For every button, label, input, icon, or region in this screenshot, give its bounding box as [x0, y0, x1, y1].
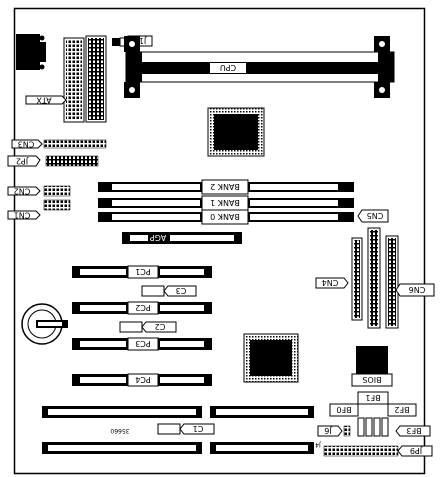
c3-component: C3	[141, 285, 197, 297]
pc2-label: PC2	[135, 303, 151, 312]
atx-label: ATX	[25, 95, 67, 105]
pci-slot-pc3: PC3	[72, 337, 212, 351]
pci-slot-pc2: PC2	[72, 301, 212, 315]
jp2-label: JP2	[16, 157, 29, 166]
cn1-label: CN1	[14, 211, 31, 220]
c1-label: C1	[193, 424, 204, 433]
cn1-connector: CN1	[7, 199, 71, 220]
jp2-jumper: JP2	[7, 155, 99, 167]
pc3-label: PC3	[135, 339, 151, 348]
cn2-connector: CN2	[7, 185, 71, 197]
dimm-bank-0: BANK 0	[98, 209, 354, 225]
bank2-label: BANK 2	[210, 182, 240, 191]
rear-io-connector	[16, 34, 46, 70]
c2-label: C2	[155, 322, 166, 331]
cn4-connector: CN4	[315, 237, 363, 321]
bf0-label: BF0	[336, 405, 351, 414]
c2-component: C2	[119, 321, 177, 333]
battery	[21, 303, 68, 345]
bf1-label: BF1	[365, 393, 380, 402]
board-number: 35660	[110, 427, 129, 434]
bios-label: BIOS	[362, 375, 381, 384]
bf3-label: BF3	[406, 426, 421, 435]
cn2-label: CN2	[14, 187, 31, 196]
cn4-label: CN4	[322, 278, 339, 287]
cn6-connector: CN6	[385, 235, 435, 329]
agp-label: AGP	[150, 233, 167, 242]
cn6-label: CN6	[409, 285, 426, 294]
dimm-bank-1: BANK 1	[98, 195, 354, 211]
pc1-label: PC1	[135, 267, 151, 276]
isa-slot-2-right	[210, 442, 314, 454]
j17-label: J17	[134, 36, 148, 45]
j4-label: J4	[315, 441, 322, 448]
jp9-jumper: JP9	[323, 445, 433, 457]
cn3-connector: CN3	[11, 139, 107, 149]
dimm-bank-2: BANK 2	[98, 179, 354, 195]
northbridge-chip	[207, 107, 265, 157]
bf3-jumper: BF3	[395, 425, 431, 437]
jp9-label: JP9	[410, 446, 423, 455]
bank1-label: BANK 1	[210, 198, 240, 207]
cn5-connector: CN5	[357, 209, 389, 329]
j6-jumper: J6	[317, 425, 351, 437]
cpu-label: CPU	[220, 63, 236, 72]
j6-label: J6	[324, 426, 332, 435]
pci-slot-pc1: PC1	[72, 265, 212, 279]
bf1-jumper: BF1	[357, 391, 389, 405]
agp-slot: AGP	[122, 232, 242, 244]
bank0-label: BANK 0	[210, 212, 240, 221]
pci-slot-pc4: PC4	[72, 373, 212, 387]
atx-label-text: ATX	[36, 96, 52, 105]
cn5-label: CN5	[367, 211, 384, 220]
atx-power-connector	[63, 35, 107, 123]
c1-component: C1	[157, 423, 215, 435]
c3-label: C3	[176, 286, 187, 295]
bf2-label: BF2	[394, 405, 409, 414]
bf-pins	[357, 417, 389, 437]
cn3-label: CN3	[18, 140, 35, 149]
isa-slot-1-left	[42, 406, 202, 418]
board-outline	[13, 7, 426, 475]
bf2-jumper: BF2	[387, 403, 417, 417]
cpu-slot: CPU	[124, 36, 395, 98]
bios-chip: BIOS	[351, 346, 393, 387]
bf0-jumper: BF0	[329, 403, 359, 417]
isa-slot-1-right	[210, 406, 314, 418]
isa-slot-2-left	[42, 442, 202, 454]
southbridge-chip	[243, 333, 299, 383]
pc4-label: PC4	[135, 375, 151, 384]
